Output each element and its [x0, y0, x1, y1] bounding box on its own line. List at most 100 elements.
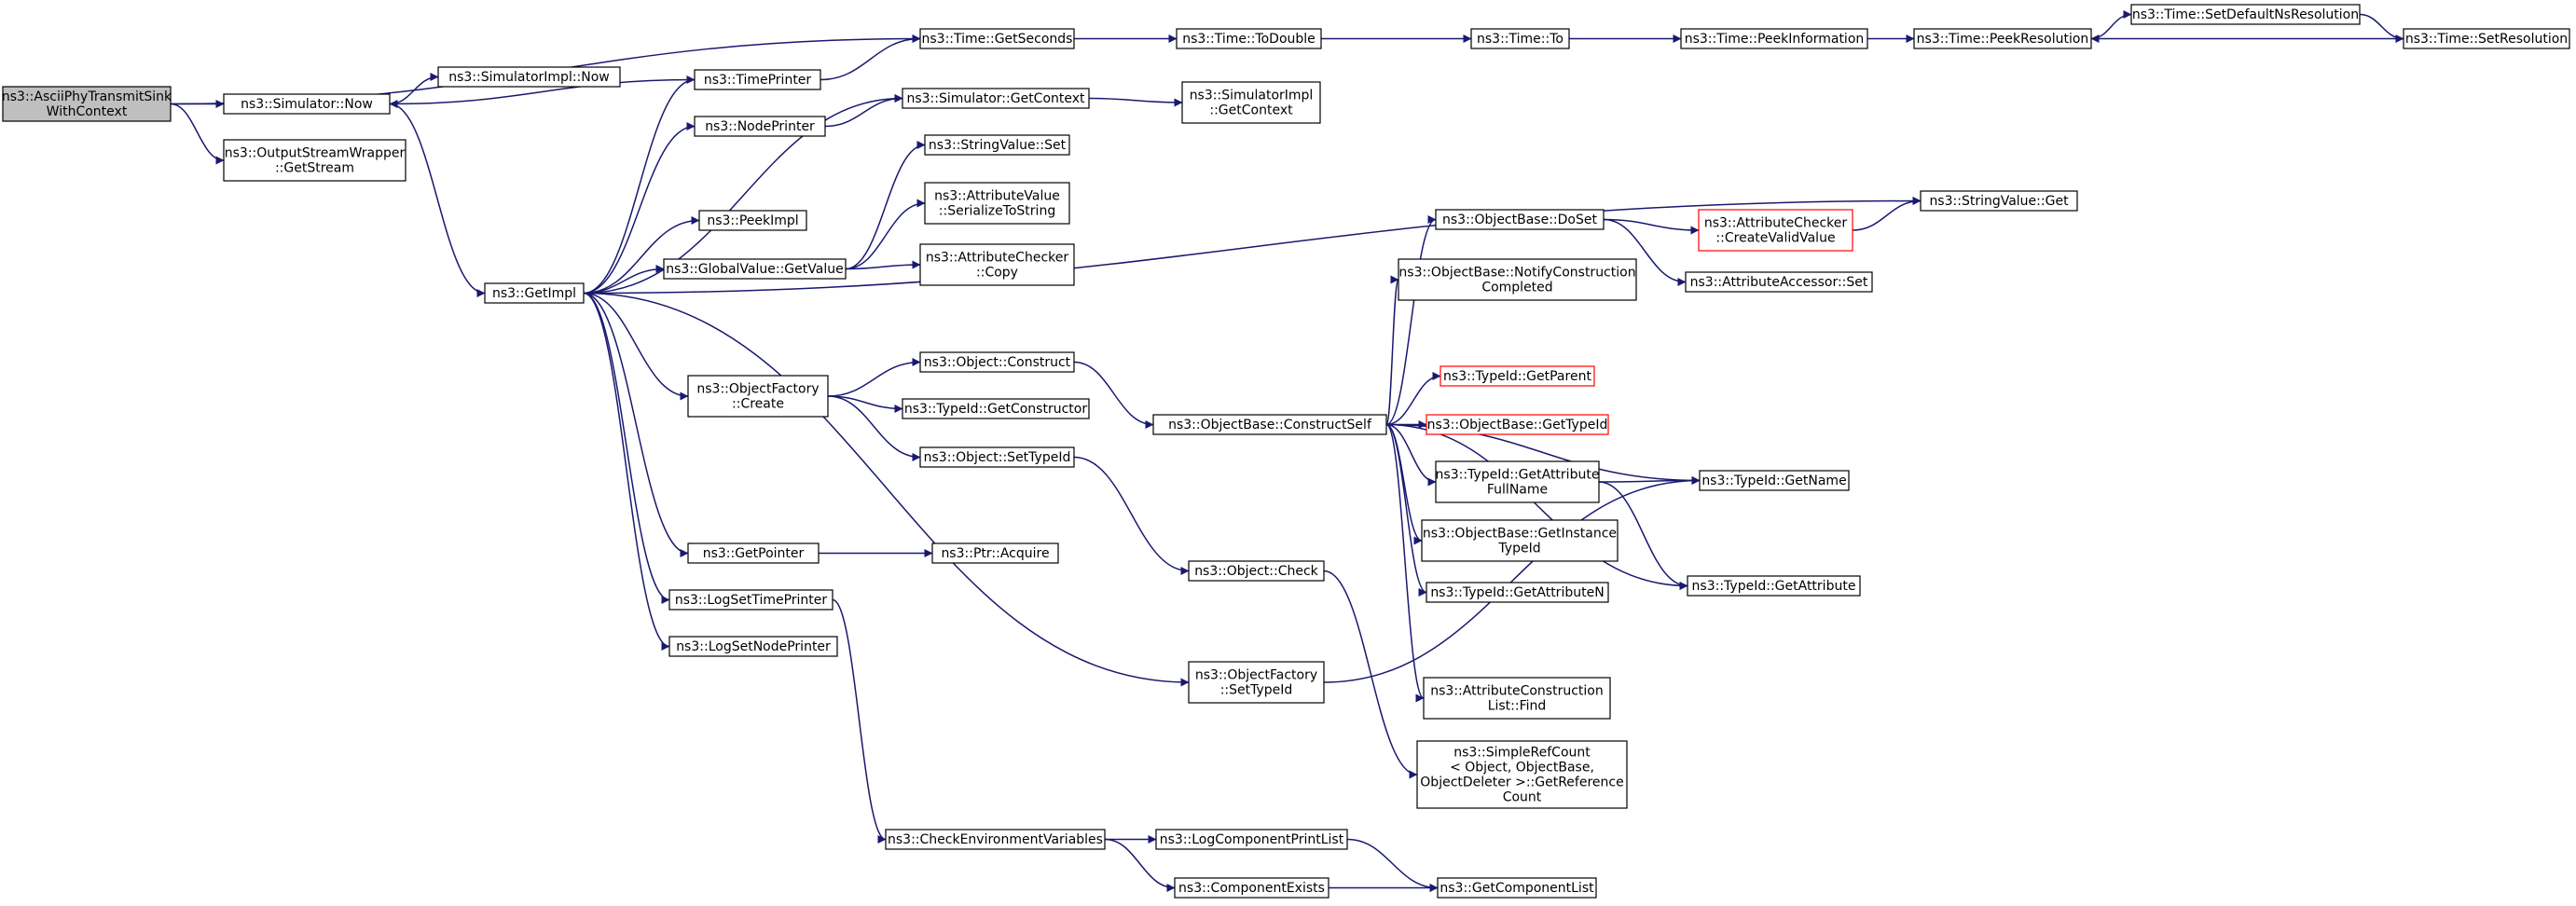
node-label: ns3::ObjectFactory [696, 382, 819, 397]
node-timeprinter[interactable]: ns3::TimePrinter [694, 69, 821, 90]
node-settypeid[interactable]: ns3::Object::SetTypeId [919, 446, 1075, 468]
edge-line [583, 122, 696, 295]
node-label: ns3::Time::GetSeconds [922, 32, 1073, 47]
node-ofsettypeid[interactable]: ns3::ObjectFactory::SetTypeId [1188, 661, 1325, 704]
node-constructself[interactable]: ns3::ObjectBase::ConstructSelf [1152, 414, 1387, 435]
node-label: ns3::GetComponentList [1440, 881, 1594, 896]
node-box [1416, 740, 1628, 809]
node-box [437, 66, 621, 88]
node-box [484, 282, 585, 304]
node-simimplctx[interactable]: ns3::SimulatorImpl::GetContext [1181, 81, 1321, 124]
edge-nodeprinter-to-simgetctx [824, 94, 903, 128]
node-simgetctx[interactable]: ns3::Simulator::GetContext [902, 88, 1090, 109]
edge-line [1598, 481, 1688, 590]
node-simimplnow[interactable]: ns3::SimulatorImpl::Now [437, 66, 621, 88]
edge-getimpl-to-logsettime [583, 292, 670, 604]
node-obgettypeid[interactable]: ns3::ObjectBase::GetTypeId [1426, 414, 1609, 435]
node-box [902, 88, 1090, 109]
node-osw[interactable]: ns3::OutputStreamWrapper::GetStream [223, 139, 406, 182]
edge-line [1073, 361, 1154, 429]
edge-constructself-to-getinsttypeid [1385, 423, 1423, 545]
node-nodeprinter[interactable]: ns3::NodePrinter [694, 116, 826, 137]
node-accopy[interactable]: ns3::AttributeChecker::Copy [919, 243, 1075, 286]
node-box [924, 182, 1070, 225]
edge-line [820, 34, 921, 81]
edges-layer [170, 10, 2404, 892]
edge-line [2090, 10, 2132, 40]
node-label: ns3::TypeId::GetAttribute [1436, 468, 1600, 483]
node-checkenv[interactable]: ns3::CheckEnvironmentVariables [885, 829, 1106, 850]
node-logsetnode[interactable]: ns3::LogSetNodePrinter [668, 636, 838, 657]
node-label: ns3::ObjectBase::NotifyConstruction [1398, 266, 1635, 281]
node-acvalid[interactable]: ns3::AttributeChecker::CreateValidValue [1698, 209, 1853, 252]
node-gvget[interactable]: ns3::GlobalValue::GetValue [663, 258, 847, 280]
node-box [1181, 81, 1321, 124]
node-box [1913, 28, 2092, 49]
node-simnow[interactable]: ns3::Simulator::Now [223, 93, 391, 115]
node-avser[interactable]: ns3::AttributeValue::SerializeToString [924, 182, 1070, 225]
node-logsettime[interactable]: ns3::LogSetTimePrinter [668, 589, 833, 611]
node-label: < Object, ObjectBase, [1450, 761, 1594, 776]
edge-getimpl-to-simgetctx [583, 94, 903, 295]
edge-line [389, 73, 439, 105]
node-svget[interactable]: ns3::StringValue::Get [1920, 190, 2078, 212]
node-setdefres[interactable]: ns3::Time::SetDefaultNsResolution [2130, 4, 2361, 25]
node-box [694, 116, 826, 137]
node-label: ns3::LogComponentPrintList [1160, 832, 1344, 847]
node-getname[interactable]: ns3::TypeId::GetName [1699, 470, 1850, 491]
node-getattrn[interactable]: ns3::TypeId::GetAttributeN [1426, 582, 1609, 603]
node-getcomplist[interactable]: ns3::GetComponentList [1437, 877, 1597, 899]
node-objconstruct[interactable]: ns3::Object::Construct [919, 351, 1075, 373]
node-ptracq[interactable]: ns3::Ptr::Acquire [931, 542, 1059, 564]
node-aaset[interactable]: ns3::AttributeAccessor::Set [1685, 271, 1873, 293]
node-getimpl[interactable]: ns3::GetImpl [484, 282, 585, 304]
node-box [885, 829, 1106, 850]
edge-line [832, 598, 887, 844]
node-peekres[interactable]: ns3::Time::PeekResolution [1913, 28, 2092, 49]
edge-getattrfull-to-getname [1598, 476, 1701, 486]
edge-line [845, 141, 926, 270]
node-notifyconst[interactable]: ns3::ObjectBase::NotifyConstructionCompl… [1398, 258, 1637, 301]
edge-line [1385, 372, 1441, 426]
node-label: ns3::TimePrinter [704, 73, 812, 88]
edge-line [845, 260, 921, 270]
node-box [223, 139, 406, 182]
node-setres[interactable]: ns3::Time::SetResolution [2403, 28, 2570, 49]
node-getseconds[interactable]: ns3::Time::GetSeconds [919, 28, 1075, 49]
node-box [919, 446, 1075, 468]
node-objcheck[interactable]: ns3::Object::Check [1188, 560, 1325, 582]
edge-line [583, 265, 665, 295]
node-todouble[interactable]: ns3::Time::ToDouble [1176, 28, 1322, 49]
node-simplerefcount[interactable]: ns3::SimpleRefCount< Object, ObjectBase,… [1416, 740, 1628, 809]
node-label: ns3::TypeId::GetConstructor [904, 402, 1087, 417]
node-logcompprint[interactable]: ns3::LogComponentPrintList [1155, 829, 1348, 850]
node-label: Count [1503, 790, 1542, 805]
node-box [919, 28, 1075, 49]
node-box [1155, 829, 1348, 850]
node-getattr[interactable]: ns3::TypeId::GetAttribute [1687, 575, 1861, 597]
node-to[interactable]: ns3::Time::To [1470, 28, 1570, 49]
edge-gvget-to-accopy [845, 260, 921, 270]
node-peekinfo[interactable]: ns3::Time::PeekInformation [1680, 28, 1868, 49]
node-label: ns3::ObjectBase::GetTypeId [1427, 418, 1608, 432]
edge-simgetctx-to-simimplctx [1088, 97, 1183, 107]
node-label: ::Copy [976, 266, 1018, 281]
node-box [1685, 271, 1873, 293]
edge-getimpl-to-peekimpl [583, 216, 700, 295]
edge-line [583, 76, 696, 295]
edge-line [1385, 423, 1423, 545]
node-getpointer[interactable]: ns3::GetPointer [687, 542, 820, 564]
edge-line [1603, 218, 1700, 235]
node-svset[interactable]: ns3::StringValue::Set [924, 134, 1070, 156]
node-doset[interactable]: ns3::ObjectBase::DoSet [1435, 209, 1605, 230]
node-ofcreate[interactable]: ns3::ObjectFactory::Create [687, 375, 829, 418]
node-getparent[interactable]: ns3::TypeId::GetParent [1440, 365, 1595, 387]
node-compexists[interactable]: ns3::ComponentExists [1174, 877, 1329, 899]
node-peekimpl[interactable]: ns3::PeekImpl [698, 210, 807, 231]
node-getctor[interactable]: ns3::TypeId::GetConstructor [902, 398, 1090, 419]
